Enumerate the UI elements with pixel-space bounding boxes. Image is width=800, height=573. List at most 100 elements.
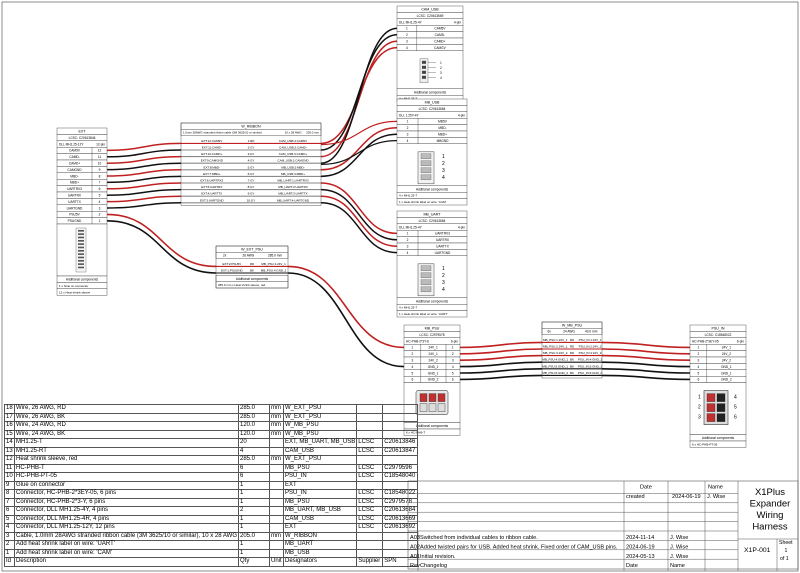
wire-color: RD (250, 262, 255, 266)
pin-label: GND_1 (721, 365, 732, 369)
bom-cell: Connector, DLL MH1.25-4Y, 4 pins (14, 506, 239, 516)
connector-pin-count: 12-pin (96, 142, 105, 146)
wire-color: BK (250, 269, 254, 273)
bom-cell: HC-PHB-T (14, 463, 239, 473)
bom-cell: 1 (238, 523, 270, 533)
bom-cell: Add heat shrink label on wire: 'CAM' (14, 548, 239, 558)
bom-cell: 15 (4, 429, 15, 439)
pin-index: 2 (442, 273, 445, 279)
wire (106, 182, 182, 190)
wire-from: MB_PSU:5:GND_1 (542, 364, 568, 368)
bom-cell: Connector, HC-PHB-2*3EY-05, 6 pins (14, 489, 239, 499)
wire (459, 341, 543, 349)
bom-cell: 2 (4, 540, 15, 550)
pin-number: 2 (99, 213, 101, 217)
cable-count: 2x (223, 254, 227, 258)
cable-length: 205.0 mm (306, 131, 319, 135)
bom-cell (356, 548, 384, 558)
bom-cell: C2979596 (382, 463, 419, 473)
pin-number: 2 (452, 352, 454, 356)
bom-cell (269, 514, 284, 524)
wire-to: MB_UART:4:UARTGND (277, 198, 310, 202)
pin-label: UARTGND (435, 251, 451, 255)
connector-part: LCSC: C20613684 (419, 107, 446, 111)
cable-gauge: 24 AWG (563, 330, 575, 334)
wire-to: MB_UART:2:UARTRX (278, 185, 308, 189)
pin-label: CAMD- (435, 33, 445, 37)
pin-label: MBD+ (70, 181, 79, 185)
connector-type: HC-PHB-2*3Y-6 (406, 339, 429, 343)
bom-cell: 12 (4, 455, 15, 465)
wire (106, 188, 182, 196)
cable-length: 285.0 mm (268, 254, 283, 258)
pin-index: 2 (442, 161, 445, 167)
pin-number: 1 (412, 346, 414, 350)
pin-number: 3 (407, 133, 409, 137)
wire (320, 188, 398, 241)
wire (320, 127, 398, 171)
bom-cell: LCSC (356, 446, 384, 456)
wire-from: EXT:6:UARTRX3 (200, 179, 223, 183)
bom-cell (382, 455, 419, 465)
bom-cell: C20613684 (382, 506, 419, 516)
wire (106, 162, 182, 171)
pin-number: 10 (98, 162, 102, 166)
pin-label: CAMD+ (69, 162, 80, 166)
connector-type: DLL MH1.25-12Y (59, 142, 84, 146)
additional-title: Additional components (702, 436, 735, 440)
cable-gauge: 26 AWG (243, 254, 255, 258)
bom-cell: LCSC (356, 523, 384, 533)
pin-index: 1 (442, 266, 445, 272)
wire-to: PSU_IN:5:GND_1 (578, 364, 603, 368)
wire-to: MB_UART:3:UARTTX (278, 192, 307, 196)
bom-cell: mm (269, 531, 284, 541)
wire-bundles (106, 27, 691, 381)
bom-cell: MB_USB (282, 548, 358, 558)
connector-title: PSU_IN (712, 327, 725, 331)
cable-title: W_EXT_PSU (241, 247, 263, 251)
wire (320, 133, 398, 178)
connector-title: CAM_USB (421, 8, 439, 12)
wire-to: MB_UART:1:UARTRX3 (277, 179, 309, 183)
pin-number: 3 (407, 245, 409, 249)
pin-number: 8 (99, 174, 101, 178)
connector-type: DLL 1.25Y-4Y (399, 113, 419, 117)
wire-to: PSU_IN:4:GND_1 (578, 358, 603, 362)
bom-cell (356, 429, 384, 439)
pin-label: MBGND (437, 139, 450, 143)
bom-cell: C20613846 (382, 438, 419, 448)
wire-color: 3:GY (248, 152, 255, 156)
bom-cell: 10 (4, 472, 15, 482)
bom-cell (269, 446, 284, 456)
wire (459, 354, 543, 361)
cable-spec: 1.0mm 28AWG stranded ribbon cable (3M 36… (183, 131, 262, 135)
pin-label: MBD- (438, 126, 446, 130)
pin-number: 5 (99, 194, 101, 198)
bom-cell: W_MB_PSU (282, 421, 358, 431)
bom-cell (269, 548, 284, 558)
pin-index: 1 (698, 395, 701, 401)
wire-color: RD (570, 338, 575, 342)
bom-cell: PSU_IN (282, 489, 358, 499)
bom-cell (356, 540, 384, 550)
wire (459, 368, 543, 374)
pin-label: 24V_1 (429, 346, 438, 350)
pin-index: 3 (442, 168, 445, 174)
bom-cell: 3 (4, 531, 15, 541)
pin-label: 24V_1 (429, 352, 438, 356)
wire (106, 220, 217, 274)
bom-cell: W_EXT_PSU (282, 404, 358, 414)
additional-title: Additional components (414, 90, 447, 94)
wire-from: MB_PSU:1:24V_1 (543, 338, 568, 342)
pin-number: 2 (698, 352, 700, 356)
connector-pin-count: 4-pin (454, 20, 461, 24)
